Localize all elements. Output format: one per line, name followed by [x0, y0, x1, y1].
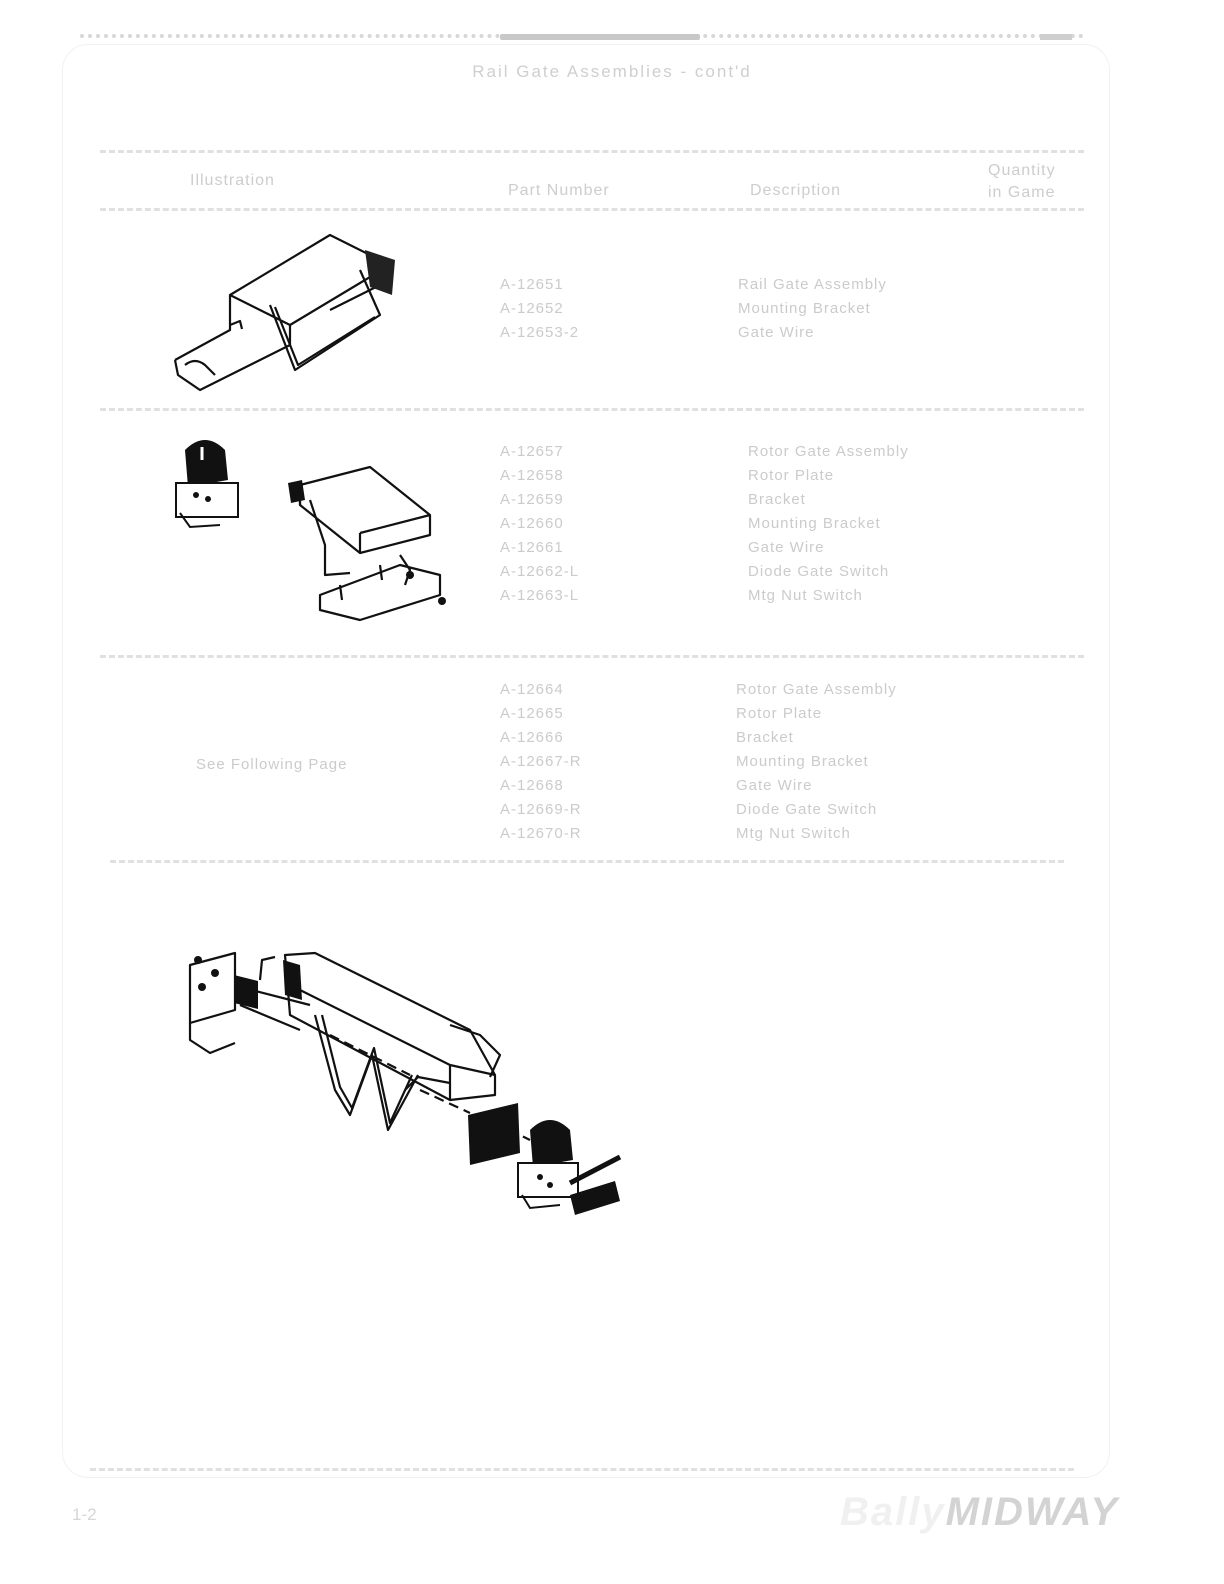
row-3-descriptions: Rotor Gate Assembly Rotor Plate Bracket …	[736, 678, 897, 846]
row-2-part-numbers: A-12657 A-12658 A-12659 A-12660 A-12661 …	[500, 440, 579, 608]
description: Gate Wire	[738, 324, 815, 341]
brand-part-1: Bally	[840, 1490, 946, 1534]
row-3-part-numbers: A-12664 A-12665 A-12666 A-12667-R A-1266…	[500, 678, 582, 846]
brand-part-2: MIDWAY	[945, 1490, 1120, 1534]
description: Gate Wire	[748, 539, 825, 556]
header-rule-bottom	[100, 208, 1084, 211]
rotor-gate-exploded-illustration	[188, 951, 622, 1215]
row-rule-3	[110, 860, 1064, 863]
part-number: A-12653-2	[500, 324, 580, 341]
description: Mounting Bracket	[738, 300, 871, 317]
part-number: A-12666	[500, 729, 564, 746]
description: Rotor Plate	[748, 467, 835, 484]
page-number: 1-2	[72, 1505, 97, 1524]
part-number: A-12667-R	[500, 753, 582, 770]
page-title: Rail Gate Assemblies - cont'd	[472, 62, 752, 81]
description: Gate Wire	[736, 777, 813, 794]
header-rule-top	[100, 150, 1084, 153]
part-number: A-12668	[500, 777, 564, 794]
see-following-page-note: See Following Page	[196, 756, 348, 773]
description: Bracket	[748, 491, 806, 508]
description: Rotor Gate Assembly	[748, 443, 909, 460]
part-number: A-12670-R	[500, 825, 582, 842]
page-frame	[62, 44, 1110, 1478]
part-number: A-12660	[500, 515, 564, 532]
description: Mtg Nut Switch	[748, 587, 863, 604]
row-2-descriptions: Rotor Gate Assembly Rotor Plate Bracket …	[748, 440, 909, 608]
rotor-gate-illustration-left	[175, 440, 446, 622]
part-number: A-12664	[500, 681, 564, 698]
header-in-game: in Game	[988, 184, 1056, 201]
row-1-part-numbers: A-12651 A-12652 A-12653-2	[500, 273, 579, 345]
description: Rotor Gate Assembly	[736, 681, 897, 698]
description: Rotor Plate	[736, 705, 823, 722]
description: Bracket	[736, 729, 794, 746]
description: Diode Gate Switch	[736, 801, 878, 818]
part-number: A-12663-L	[500, 587, 580, 604]
part-number: A-12661	[500, 539, 564, 556]
description: Mtg Nut Switch	[736, 825, 851, 842]
row-1-descriptions: Rail Gate Assembly Mounting Bracket Gate…	[738, 273, 887, 345]
part-number: A-12657	[500, 443, 564, 460]
header-illustration: Illustration	[190, 172, 275, 189]
bally-midway-logo: BallyMIDWAY	[840, 1490, 1119, 1535]
header-part-number: Part Number	[508, 182, 610, 199]
part-number: A-12669-R	[500, 801, 582, 818]
scan-noise-end	[1040, 34, 1072, 40]
part-number: A-12652	[500, 300, 564, 317]
description: Diode Gate Switch	[748, 563, 890, 580]
header-description: Description	[750, 182, 842, 199]
part-number: A-12665	[500, 705, 564, 722]
scan-noise-bar	[500, 34, 700, 40]
footer-rule	[90, 1468, 1074, 1471]
description: Mounting Bracket	[736, 753, 869, 770]
rail-gate-illustration	[173, 233, 395, 392]
part-number: A-12651	[500, 276, 564, 293]
part-number: A-12658	[500, 467, 564, 484]
row-rule-1	[100, 408, 1084, 411]
part-number: A-12659	[500, 491, 564, 508]
part-number: A-12662-L	[500, 563, 580, 580]
description: Rail Gate Assembly	[738, 276, 887, 293]
description: Mounting Bracket	[748, 515, 881, 532]
header-quantity: Quantity	[988, 162, 1056, 179]
row-rule-2	[100, 655, 1084, 658]
